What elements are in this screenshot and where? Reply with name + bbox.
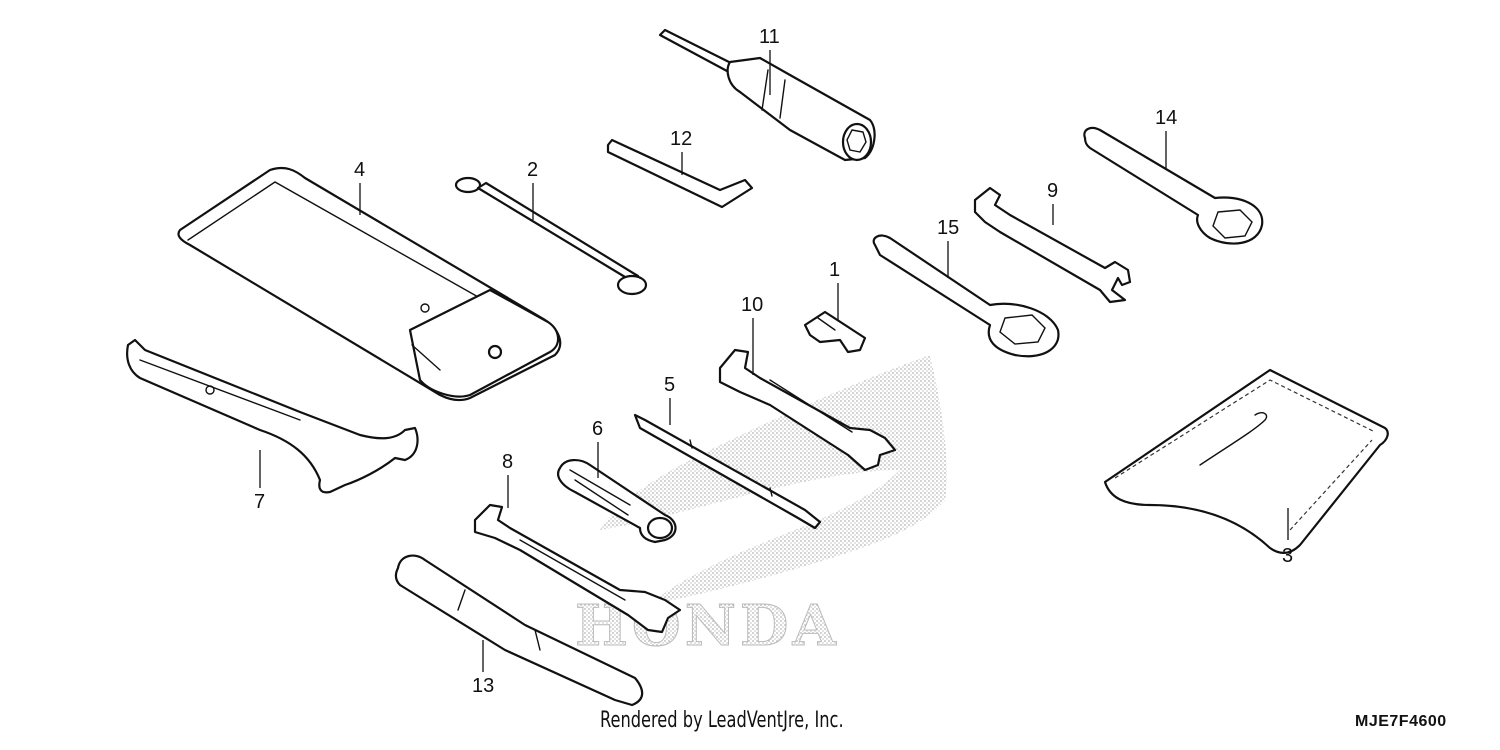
part-1-fuse-puller (803, 310, 867, 354)
callout-15: 15 (937, 217, 959, 239)
part-6-screwdriver-handle (557, 459, 677, 544)
callout-4: 4 (354, 159, 365, 181)
callout-7: 7 (254, 491, 265, 513)
render-credit: Rendered by LeadVentJre, Inc. (600, 708, 844, 733)
leader-lines (259, 50, 1289, 672)
part-3-pouch (1103, 368, 1389, 554)
callout-1: 1 (829, 259, 840, 281)
part-2-pin (454, 176, 648, 296)
part-9-open-end-wrench (973, 186, 1132, 304)
part-10-open-end-wrench (718, 348, 897, 472)
part-15-ring-spanner (872, 234, 1060, 358)
callout-14: 14 (1155, 107, 1177, 129)
callout-5: 5 (664, 374, 675, 396)
part-7-pin-spanner (126, 338, 419, 494)
callout-3: 3 (1282, 545, 1293, 567)
callouts: 1 2 3 4 5 6 7 8 9 10 11 12 13 14 15 (254, 26, 1293, 697)
part-11-socket-wrench (658, 28, 876, 162)
callout-11: 11 (759, 26, 780, 48)
callout-13: 13 (472, 675, 494, 697)
callout-2: 2 (527, 159, 538, 181)
part-8-open-end-wrench (473, 503, 682, 634)
diagram-code: MJE7F4600 (1355, 713, 1447, 730)
part-12-hex-key (606, 138, 754, 209)
part-13-handle-extension (394, 554, 644, 707)
callout-10: 10 (741, 294, 763, 316)
callout-6: 6 (592, 418, 603, 440)
callout-12: 12 (670, 128, 692, 150)
part-4-tool-bag (177, 166, 562, 402)
callout-9: 9 (1047, 180, 1058, 202)
part-14-ring-wrench (1083, 126, 1264, 245)
part-5-screwdriver-bit (633, 413, 822, 530)
callout-8: 8 (502, 451, 513, 473)
